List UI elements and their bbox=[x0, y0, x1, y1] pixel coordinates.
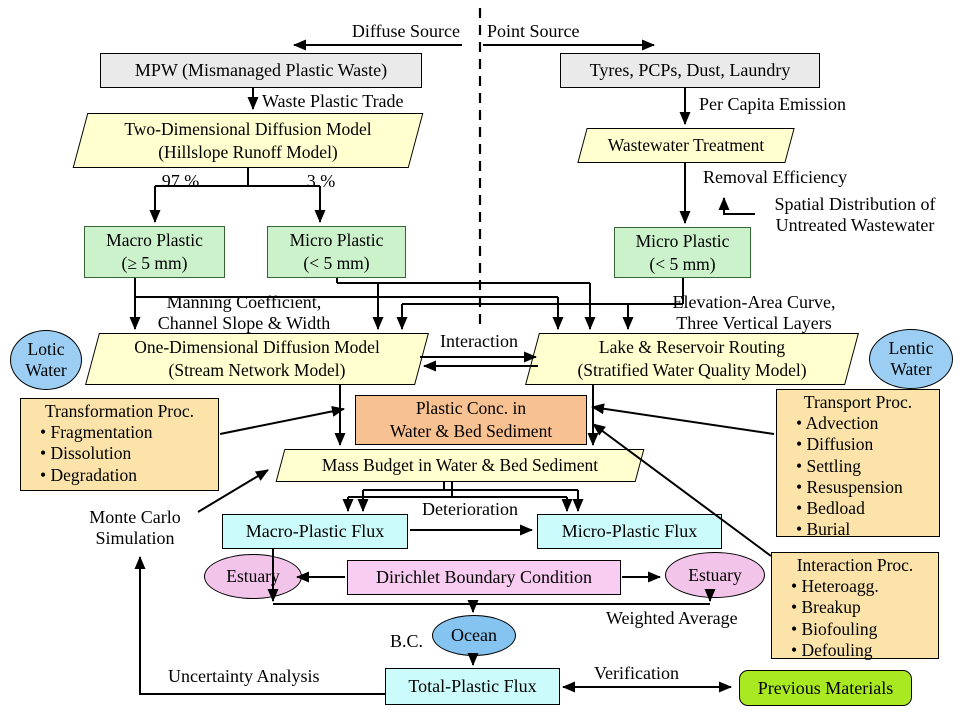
interaction-label: Interaction bbox=[440, 331, 518, 351]
node-plastic-conc: Plastic Conc. in Water & Bed Sediment bbox=[355, 395, 587, 445]
node-transport-proc: Transport Proc. • Advection • Diffusion … bbox=[776, 389, 940, 539]
node-transformation-proc: Transformation Proc. • Fragmentation • D… bbox=[20, 398, 219, 491]
verification-label: Verification bbox=[594, 663, 679, 683]
point-source-label: Point Source bbox=[487, 21, 580, 41]
node-previous-materials: Previous Materials bbox=[739, 670, 912, 706]
node-mass-budget: Mass Budget in Water & Bed Sediment bbox=[275, 449, 645, 482]
node-macro-plastic: Macro Plastic (≥ 5 mm) bbox=[84, 226, 225, 278]
node-interaction-proc: Interaction Proc. • Heteroagg. • Breakup… bbox=[771, 552, 939, 660]
node-ocean: Ocean bbox=[432, 615, 516, 656]
weighted-average-label: Weighted Average bbox=[606, 608, 738, 628]
deterioration-label: Deterioration bbox=[422, 499, 518, 519]
monte-carlo-label: Monte Carlo Simulation bbox=[89, 507, 181, 548]
node-macro-plastic-flux: Macro-Plastic Flux bbox=[222, 514, 408, 549]
spatial-distribution-label: Spatial Distribution of Untreated Wastew… bbox=[774, 194, 936, 235]
node-micro-plastic-left: Micro Plastic (< 5 mm) bbox=[267, 226, 406, 278]
uncertainty-analysis-label: Uncertainty Analysis bbox=[168, 666, 320, 686]
node-micro-plastic-flux: Micro-Plastic Flux bbox=[537, 514, 722, 549]
node-total-plastic-flux: Total-Plastic Flux bbox=[385, 668, 560, 705]
node-wastewater-treatment: Wastewater Treatment bbox=[577, 128, 795, 163]
node-one-dimensional-model: One-Dimensional Diffusion Model (Stream … bbox=[85, 333, 429, 385]
elevation-label: Elevation-Area Curve, Three Vertical Lay… bbox=[672, 292, 836, 333]
node-dirichlet-boundary: Dirichlet Boundary Condition bbox=[347, 560, 621, 595]
node-lake-reservoir-routing: Lake & Reservoir Routing (Stratified Wat… bbox=[525, 333, 859, 385]
per-capita-emission-label: Per Capita Emission bbox=[699, 94, 846, 114]
node-two-dimensional-model: Two-Dimensional Diffusion Model (Hillslo… bbox=[72, 113, 424, 168]
diffuse-source-label: Diffuse Source bbox=[351, 21, 460, 41]
node-tyres: Tyres, PCPs, Dust, Laundry bbox=[560, 53, 820, 88]
arrow-uncertainty-feedback bbox=[134, 556, 385, 695]
node-estuary-right: Estuary bbox=[665, 552, 765, 598]
node-lotic-water: Lotic Water bbox=[10, 330, 82, 390]
waste-plastic-trade-label: Waste Plastic Trade bbox=[262, 91, 404, 111]
node-lentic-water: Lentic Water bbox=[869, 329, 953, 389]
node-micro-plastic-right: Micro Plastic (< 5 mm) bbox=[614, 227, 751, 278]
node-mpw: MPW (Mismanaged Plastic Waste) bbox=[100, 53, 422, 88]
bc-label: B.C. bbox=[390, 631, 424, 651]
removal-efficiency-label: Removal Efficiency bbox=[703, 167, 848, 187]
